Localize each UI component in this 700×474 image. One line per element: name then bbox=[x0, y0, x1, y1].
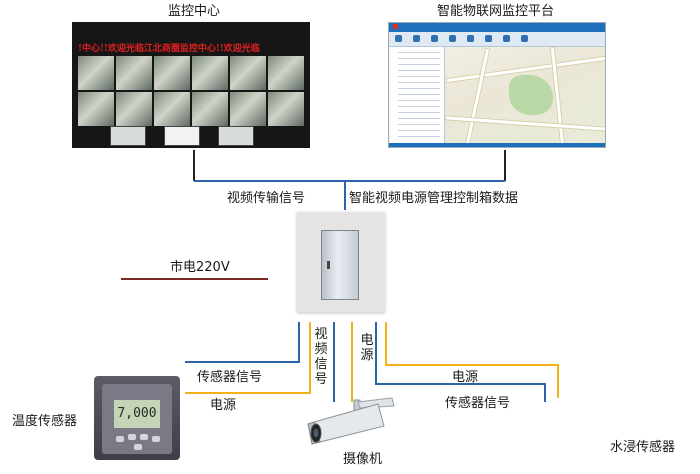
monitor-center-title: 监控中心 bbox=[168, 4, 221, 19]
power-management-control-box bbox=[297, 212, 385, 312]
camera-icon bbox=[307, 397, 395, 445]
platform-titlebar bbox=[389, 23, 605, 32]
monitor-center-image: !中心!!欢迎光临江北商圈监控中心!!欢迎光临 bbox=[72, 22, 310, 148]
video-transmission-label: 视频传输信号 bbox=[227, 191, 306, 206]
power-vertical-label: 电 源 bbox=[360, 333, 374, 363]
temperature-sensor-device: 7,000 bbox=[94, 376, 180, 460]
desk-monitor bbox=[164, 126, 200, 146]
water-sensor-signal-line bbox=[375, 322, 546, 402]
water-sensor-label: 水浸传感器 bbox=[610, 440, 676, 455]
cabinet-door bbox=[321, 230, 359, 300]
water-sensor-power-line bbox=[385, 322, 559, 398]
desk-monitor bbox=[218, 126, 254, 146]
desk-monitor bbox=[110, 126, 146, 146]
camera-label: 摄像机 bbox=[343, 452, 383, 467]
box-data-label: 智能视频电源管理控制箱数据 bbox=[349, 191, 519, 206]
temperature-display: 7,000 bbox=[114, 400, 160, 428]
monitor-center-banner: !中心!!欢迎光临江北商圈监控中心!!欢迎光临 bbox=[78, 44, 260, 54]
platform-device-tree bbox=[390, 47, 445, 145]
platform-toolbar bbox=[389, 32, 605, 47]
power-label-right: 电源 bbox=[452, 370, 479, 385]
sensor-signal-label-left: 传感器信号 bbox=[197, 370, 263, 385]
temp-sensor-power-line bbox=[185, 322, 311, 394]
iot-platform-title: 智能物联网监控平台 bbox=[437, 4, 555, 19]
temperature-sensor-label: 温度传感器 bbox=[12, 414, 78, 429]
mains-label: 市电220V bbox=[170, 260, 230, 275]
power-label-left: 电源 bbox=[210, 398, 237, 413]
cabinet-lock-icon bbox=[327, 261, 330, 269]
video-signal-vertical-label: 视 频 信 号 bbox=[314, 327, 328, 387]
iot-platform-screenshot bbox=[388, 22, 606, 148]
video-wall bbox=[78, 56, 304, 126]
sensor-signal-label-right: 传感器信号 bbox=[445, 396, 511, 411]
platform-map bbox=[445, 47, 605, 145]
temp-sensor-signal-line bbox=[185, 322, 300, 363]
